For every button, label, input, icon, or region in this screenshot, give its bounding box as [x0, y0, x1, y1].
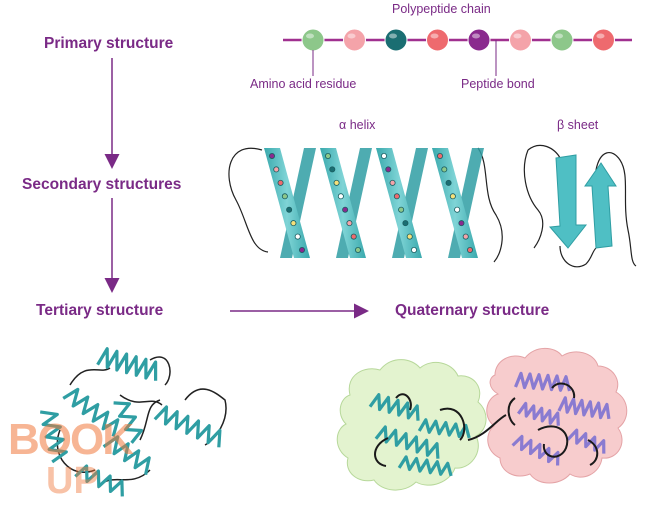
secondary-structures-label: Secondary structures [22, 176, 182, 193]
helix-residue-dot [445, 179, 452, 186]
helix-residue-dot [268, 152, 275, 159]
helix-residue-dot [273, 166, 280, 173]
amino-acid-residue [343, 28, 366, 52]
watermark-logo: BOOK UP [8, 415, 134, 502]
helix-residue-dot [286, 206, 293, 213]
primary-structure-label: Primary structure [44, 35, 174, 52]
amino-acid-residue [426, 28, 449, 52]
quaternary-helix [417, 418, 471, 439]
helix-residue-dot [436, 152, 443, 159]
amino-acid-residue [509, 28, 532, 52]
helix-residue-dot [441, 166, 448, 173]
helix-residue-dot [294, 233, 301, 240]
amino-acid-residue-label: Amino acid residue [250, 77, 357, 91]
helix-ribbons [264, 148, 484, 258]
helix-residue-dot [354, 246, 361, 253]
quaternary-helix [514, 371, 572, 392]
tertiary-helix [153, 405, 222, 448]
helix-residue-dot [281, 193, 288, 200]
quaternary-helix [511, 434, 560, 466]
helix-residue-dot [454, 206, 461, 213]
quaternary-structure-label: Quaternary structure [395, 302, 550, 319]
amino-acid-residue [592, 28, 615, 52]
helix-residue-dot [342, 206, 349, 213]
tertiary-helix [96, 347, 158, 381]
helix-residue-dot [406, 233, 413, 240]
helix-turn-front [320, 148, 366, 258]
helix-residue-dot [410, 246, 417, 253]
quaternary-coil [374, 382, 599, 467]
helix-residue-dot [466, 246, 473, 253]
amino-acid-residue [550, 28, 574, 52]
helix-residue-dot [333, 179, 340, 186]
helix-residue-dot [385, 166, 392, 173]
helix-residue-dot [462, 233, 469, 240]
helix-turn-front [264, 148, 310, 258]
alpha-helix [228, 147, 503, 263]
beta-coil [523, 144, 637, 268]
tertiary-helix [102, 435, 151, 476]
helix-residue-dot [402, 220, 409, 227]
amino-acid-residue [467, 28, 491, 52]
helix-residue-dot [298, 246, 305, 253]
helix-right-tail [477, 147, 503, 263]
helix-residue-dot [458, 220, 465, 227]
tertiary-coil [56, 356, 227, 489]
helix-turn-front [432, 148, 478, 258]
helix-residue-dot [398, 206, 405, 213]
amino-acid-residues [301, 28, 615, 52]
helix-residue-dot [449, 193, 456, 200]
beta-strand-down [548, 154, 588, 249]
helix-left-tail [228, 147, 269, 253]
alpha-helix-label: α helix [339, 118, 376, 132]
helix-residue-dot [346, 220, 353, 227]
helix-residue-dots [268, 152, 473, 253]
helix-residue-dot [380, 152, 387, 159]
quaternary-structure [336, 347, 628, 491]
tertiary-helix [74, 464, 124, 497]
quaternary-helix [566, 428, 606, 454]
quaternary-helix [557, 396, 611, 420]
tertiary-structure-ribbon [39, 347, 227, 497]
tertiary-structure-label: Tertiary structure [36, 302, 164, 319]
tertiary-helix [62, 387, 120, 437]
helix-residue-dot [329, 166, 336, 173]
quaternary-helix [397, 455, 453, 477]
quaternary-helix [517, 401, 560, 426]
helix-residue-dot [277, 179, 284, 186]
helix-residue-dot [337, 193, 344, 200]
amino-acid-residue [301, 28, 325, 52]
helix-residue-dot [350, 233, 357, 240]
helix-residue-dot [324, 152, 331, 159]
helix-turn-front [376, 148, 422, 258]
quaternary-helix [374, 425, 440, 459]
quaternary-helix [368, 393, 420, 421]
tertiary-helix [39, 410, 68, 464]
helix-residue-dot [290, 220, 297, 227]
beta-strand-up [584, 162, 617, 249]
helix-residue-dot [389, 179, 396, 186]
helix-residue-dot [393, 193, 400, 200]
peptide-bond-label: Peptide bond [461, 77, 535, 91]
amino-acid-residue [384, 28, 408, 52]
watermark-bottom: UP [46, 460, 99, 502]
watermark-top: BOOK [8, 415, 134, 464]
tertiary-helix [113, 401, 143, 444]
beta-sheet [523, 144, 637, 268]
polypeptide-chain-label: Polypeptide chain [392, 2, 491, 16]
beta-sheet-label: β sheet [557, 118, 599, 132]
